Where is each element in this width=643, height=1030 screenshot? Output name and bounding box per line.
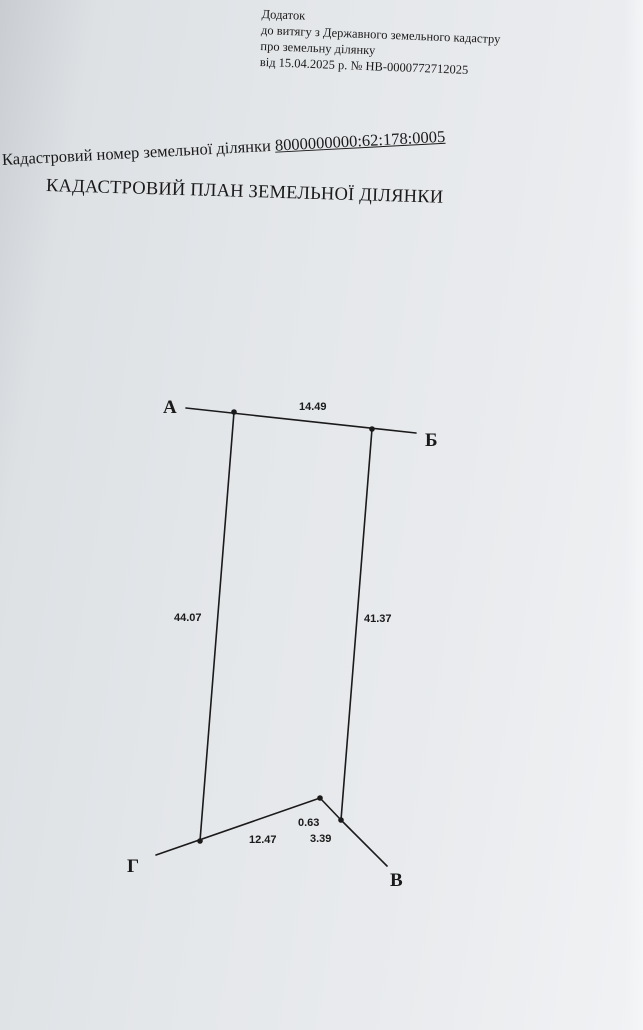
boundary-left	[199, 411, 235, 842]
vertex-label-a: А	[163, 397, 177, 418]
turning-point-3	[197, 838, 203, 844]
turning-point-5	[338, 817, 344, 823]
turning-point-2	[369, 426, 375, 432]
extension-to-v	[340, 819, 388, 867]
vertex-label-v: В	[390, 870, 403, 891]
vertex-label-b: Б	[425, 430, 438, 451]
boundary-bottom-short	[319, 797, 342, 821]
dimension-bottom-right: 3.39	[310, 833, 331, 845]
turning-point-1	[231, 409, 237, 415]
dimension-bottom-left: 12.47	[249, 834, 277, 846]
dimension-bottom-short: 0.63	[298, 817, 319, 829]
dimension-right: 41.37	[364, 613, 392, 625]
dimension-left: 44.07	[174, 612, 202, 624]
turning-point-4	[317, 795, 323, 801]
boundary-bottom-left	[155, 797, 321, 856]
boundary-top	[185, 407, 417, 434]
boundary-right	[340, 428, 373, 821]
vertex-label-g: Г	[127, 856, 139, 877]
dimension-top: 14.49	[299, 401, 327, 413]
page-edge-shading	[625, 0, 643, 1030]
